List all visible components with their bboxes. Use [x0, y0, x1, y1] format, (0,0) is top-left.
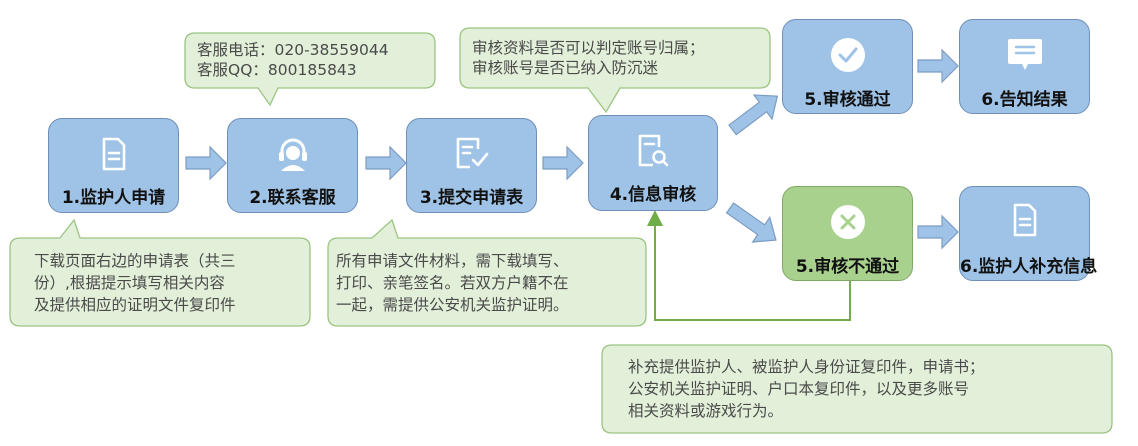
node-review[interactable]: 4.信息审核 — [588, 115, 718, 211]
note-service-line: 客服QQ：800185843 — [197, 61, 357, 79]
message-icon — [1007, 39, 1042, 70]
return-connector — [654, 226, 851, 321]
return-connector-head — [647, 210, 663, 226]
note-service-line: 客服电话：020-38559044 — [197, 41, 389, 59]
note-supplement-line: 公安机关监护证明、户口本复印件，以及更多账号 — [628, 380, 970, 398]
node-notify-label: 6.告知结果 — [981, 90, 1068, 110]
flow-arrow-to-fail — [725, 202, 777, 243]
document-icon — [1013, 203, 1036, 237]
flow-arrow-pass — [917, 48, 959, 84]
flow-arrow-3 — [542, 145, 584, 181]
callout-supplement-shape — [601, 344, 1113, 434]
flow-arrow-1 — [185, 145, 227, 181]
node-submit[interactable]: 3.提交申请表 — [406, 118, 537, 213]
node-fail[interactable]: 5.审核不通过 — [782, 186, 913, 281]
note-supplement-line: 相关资料或游戏行为。 — [628, 402, 784, 420]
note-review-line: 审核资料是否可以判定账号归属； — [472, 39, 705, 57]
check-circle-icon — [830, 38, 865, 72]
node-review-label: 4.信息审核 — [609, 185, 697, 205]
note-supplement: 补充提供监护人、被监护人身份证复印件，申请书； 公安机关监护证明、户口本复印件，… — [628, 356, 985, 422]
note-submit-line: 一起，需提供公安机关监护证明。 — [336, 296, 569, 314]
note-apply: 下载页面右边的申请表（共三 份）,根据提示填写相关内容 及提供相应的证明文件复印… — [34, 250, 236, 316]
flow-arrow-to-pass — [728, 94, 779, 136]
note-submit-line: 所有申请文件材料，需下载填写、 — [336, 252, 569, 270]
callout-review-shape — [459, 27, 771, 114]
callout-apply-shape — [9, 218, 311, 327]
note-submit-line: 打印、亲笔签名。若双方户籍不在 — [336, 274, 569, 292]
node-apply-label: 1.监护人申请 — [61, 188, 166, 208]
node-submit-label: 3.提交申请表 — [419, 188, 524, 208]
note-supplement-line: 补充提供监护人、被监护人身份证复印件，申请书； — [628, 358, 985, 376]
node-pass[interactable]: 5.审核通过 — [782, 19, 913, 114]
node-supplement-label: 6.监护人补充信息 — [960, 257, 1098, 277]
node-fail-label: 5.审核不通过 — [795, 257, 900, 277]
node-notify[interactable]: 6.告知结果 — [959, 19, 1090, 114]
note-service: 客服电话：020-38559044 客服QQ：800185843 — [197, 40, 389, 80]
node-contact-label: 2.联系客服 — [249, 188, 336, 208]
node-apply[interactable]: 1.监护人申请 — [48, 118, 179, 213]
note-review: 审核资料是否可以判定账号归属； 审核账号是否已纳入防沉迷 — [472, 38, 705, 78]
note-apply-line: 下载页面右边的申请表（共三 — [34, 252, 236, 270]
node-pass-label: 5.审核通过 — [804, 90, 891, 110]
note-apply-line: 份）,根据提示填写相关内容 — [34, 274, 225, 292]
flow-arrow-2 — [365, 145, 407, 181]
search-document-icon — [638, 134, 669, 167]
node-supplement[interactable]: 6.监护人补充信息 — [959, 186, 1098, 281]
note-apply-line: 及提供相应的证明文件复印件 — [34, 296, 236, 314]
callout-submit-shape — [327, 218, 647, 327]
callout-service-shape — [184, 32, 436, 107]
node-contact[interactable]: 2.联系客服 — [227, 118, 358, 213]
note-submit: 所有申请文件材料，需下载填写、 打印、亲笔签名。若双方户籍不在 一起，需提供公安… — [336, 250, 569, 316]
x-circle-icon — [830, 205, 865, 239]
headset-icon — [278, 138, 307, 171]
document-icon — [102, 137, 125, 171]
note-review-line: 审核账号是否已纳入防沉迷 — [472, 59, 659, 77]
checklist-icon — [456, 137, 488, 169]
flow-arrow-fail — [917, 214, 959, 250]
